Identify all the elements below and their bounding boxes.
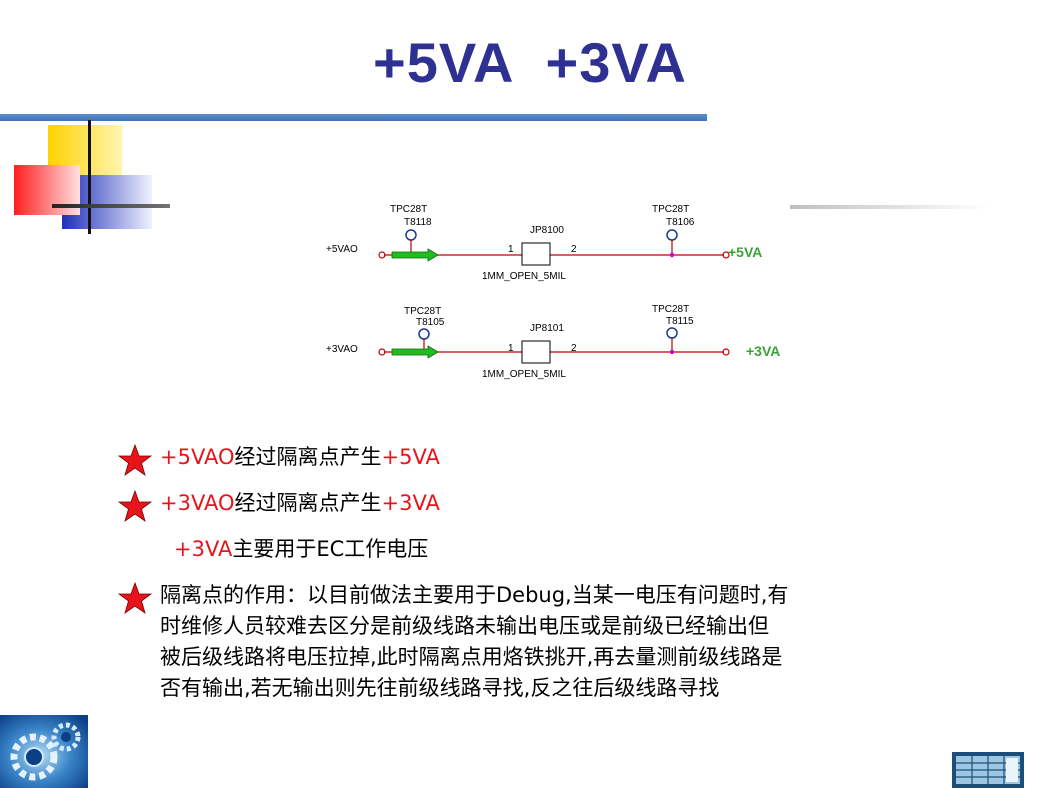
text-3va: +3VA — [381, 491, 440, 515]
tp-right-part: TPC28T — [652, 204, 689, 215]
paragraph-line: 否有输出,若无输出则先往前级线路寻找,反之往后级线路寻找 — [160, 676, 720, 700]
text-desc: 经过隔离点产生 — [234, 445, 382, 469]
bullet-item-5va: +5VAO经过隔离点产生+5VA — [118, 442, 958, 476]
jumper-value: 1MM_OPEN_5MIL — [482, 369, 566, 380]
jumper-ref: JP8100 — [530, 225, 564, 236]
input-label: +5VAO — [326, 244, 358, 255]
sub-item-3va-ec: +3VA主要用于EC工作电压 — [118, 534, 958, 565]
bullet-item-3va: +3VAO经过隔离点产生+3VA — [118, 488, 958, 522]
tp-left-part: TPC28T — [404, 306, 441, 317]
text-ec-usage: 主要用于EC工作电压 — [232, 537, 429, 561]
paragraph-line: 时维修人员较难去区分是前级线路未输出电压或是前级已经输出但 — [160, 614, 769, 638]
text-3va: +3VA — [174, 537, 233, 561]
tp-right-ref: T8106 — [666, 217, 695, 228]
red-star-icon — [118, 582, 152, 614]
text-desc: 经过隔离点产生 — [234, 491, 382, 515]
red-star-icon — [118, 444, 152, 476]
bullet-list: +5VAO经过隔离点产生+5VA +3VAO经过隔离点产生+3VA +3VA主要… — [118, 442, 958, 719]
isolation-schematic: +5VAO TPC28T T8118 JP8100 1 2 1 2 1MM_OP… — [326, 204, 780, 380]
title-underline — [0, 114, 707, 121]
output-label: +5VA — [728, 244, 762, 260]
building-logo-icon — [952, 752, 1024, 788]
text-5vao: +5VAO — [160, 445, 235, 469]
text-5va: +5VA — [381, 445, 440, 469]
slide-title: +5VA +3VA — [372, 31, 687, 94]
gear-logo-icon — [0, 715, 88, 788]
tp-right-ref: T8115 — [666, 316, 694, 327]
bullet-item-isolation-purpose: 隔离点的作用：以目前做法主要用于Debug,当某一电压有问题时,有 时维修人员较… — [118, 580, 958, 704]
tp-left-ref: T8118 — [404, 217, 432, 228]
tp-left-part: TPC28T — [390, 204, 427, 215]
right-divider-fade — [790, 205, 990, 209]
tp-right-part: TPC28T — [652, 304, 689, 315]
circuit-3va: +3VAO TPC28T T8105 JP8101 1 2 1 2 1MM_OP… — [326, 304, 780, 380]
input-label: +3VAO — [326, 344, 358, 355]
jumper-value: 1MM_OPEN_5MIL — [482, 271, 566, 282]
jumper-ref: JP8101 — [530, 323, 564, 334]
jumper-pin2: 2 — [571, 343, 577, 354]
paragraph-line: 被后级线路将电压拉掉,此时隔离点用烙铁挑开,再去量测前级线路是 — [160, 645, 783, 669]
circuit-5va: +5VAO TPC28T T8118 JP8100 1 2 1 2 1MM_OP… — [326, 204, 762, 282]
paragraph-line: 隔离点的作用：以目前做法主要用于Debug,当某一电压有问题时,有 — [160, 583, 789, 607]
jumper-pin2: 2 — [571, 244, 577, 255]
tp-left-ref: T8105 — [416, 317, 445, 328]
text-3vao: +3VAO — [160, 491, 235, 515]
output-label: +3VA — [746, 343, 780, 359]
jumper-pin1: 1 — [508, 244, 514, 255]
red-star-icon — [118, 490, 152, 522]
jumper-pin1: 1 — [508, 343, 514, 354]
corner-decoration — [14, 120, 170, 234]
